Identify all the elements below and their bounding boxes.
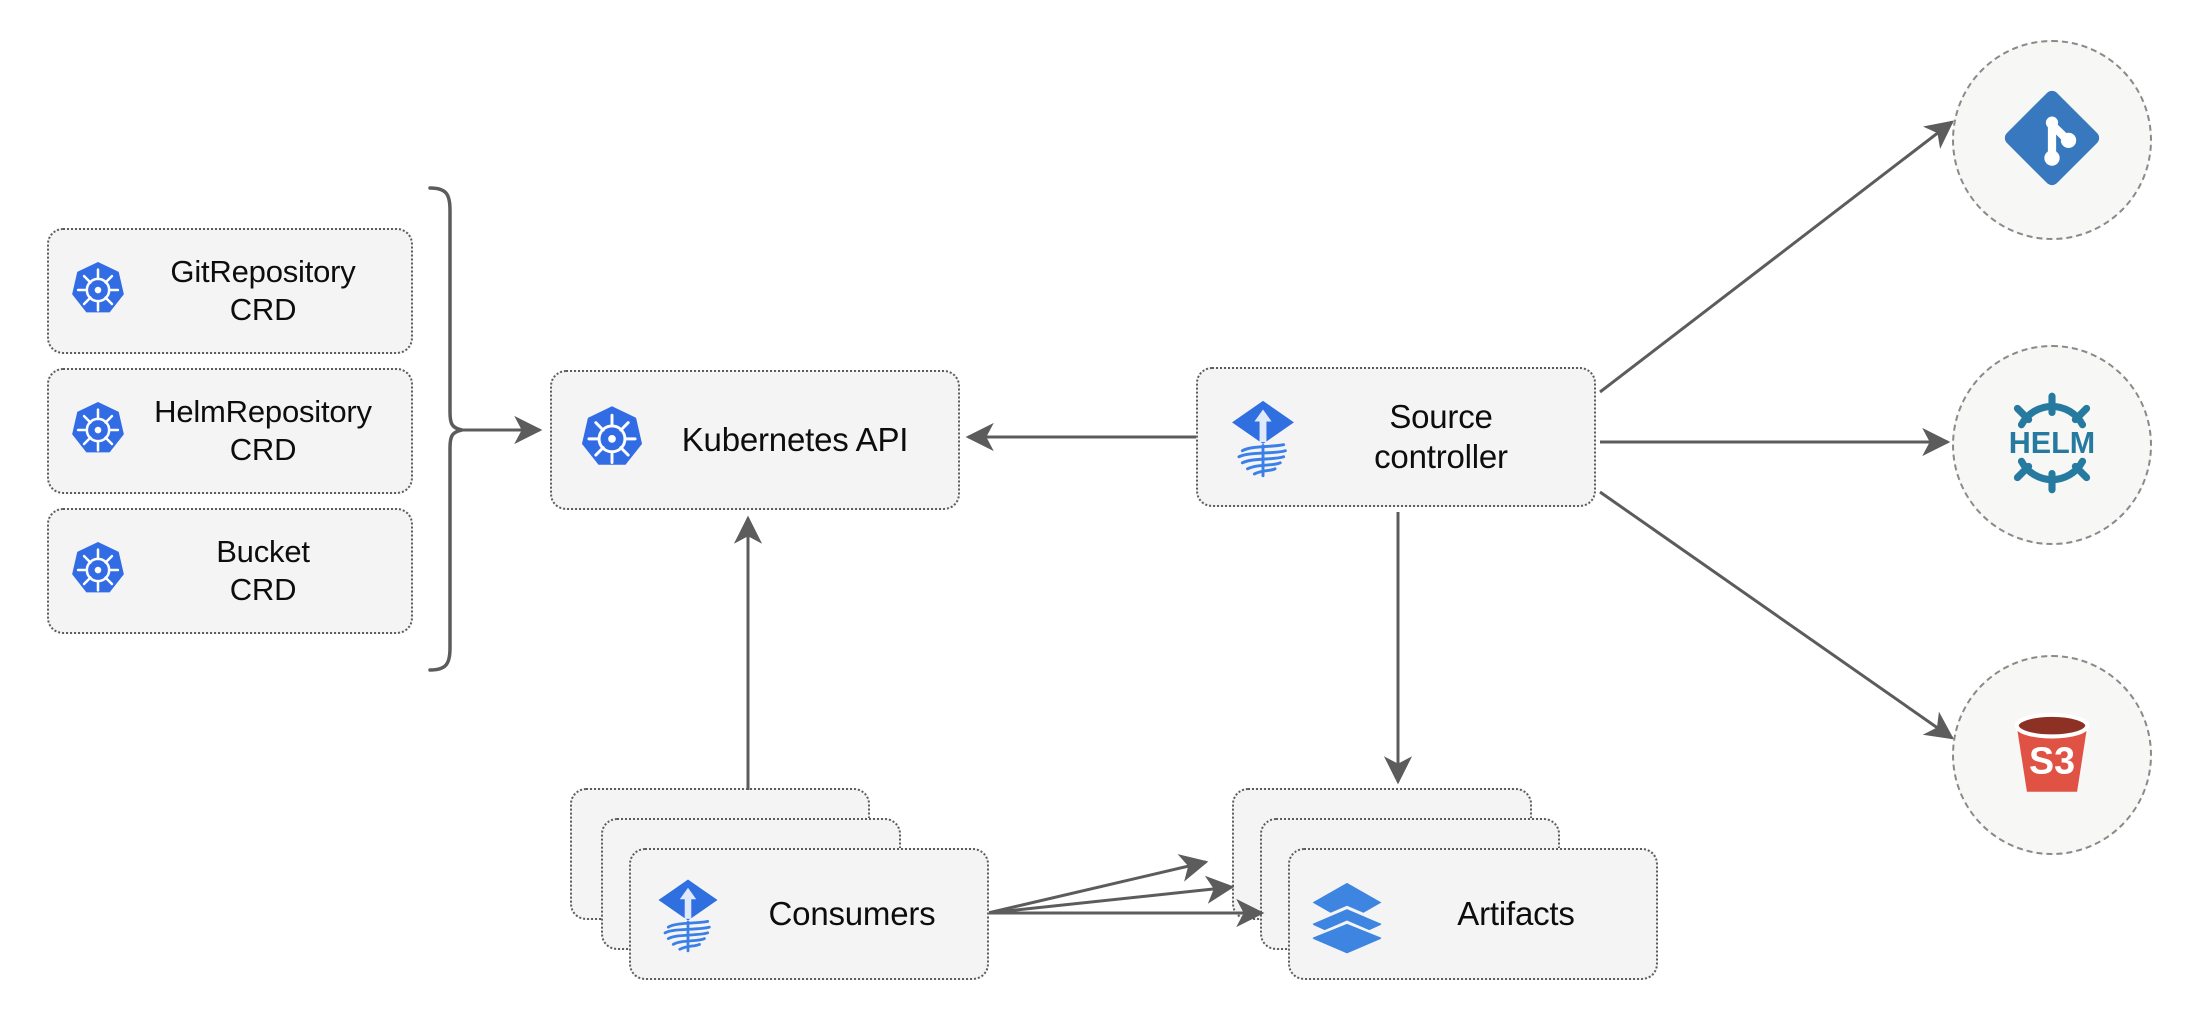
kubernetes-api-node[interactable]: Kubernetes API [550, 370, 960, 510]
flux-icon [647, 873, 729, 955]
crd-label: Bucket CRD [216, 534, 310, 607]
helm-icon: HELM [1991, 382, 2113, 509]
source-circle-s3[interactable]: S3 [1952, 655, 2152, 855]
edge-source-to-s3 [1599, 490, 1954, 740]
artifacts-label: Artifacts [1457, 894, 1575, 932]
edge-consumers-to-artifacts-2 [987, 875, 1235, 915]
source-circle-helm[interactable]: HELM [1952, 345, 2152, 545]
git-icon [1993, 79, 2111, 202]
layers-icon [1306, 873, 1388, 955]
crd-node-helmrepository[interactable]: HelmRepository CRD [47, 368, 413, 494]
helm-wordmark: HELM [2009, 426, 2095, 460]
source-controller-node[interactable]: Source controller [1196, 367, 1596, 507]
flux-icon [1220, 394, 1306, 480]
kubernetes-icon [576, 404, 648, 476]
kubernetes-icon [67, 400, 129, 462]
artifacts-node[interactable]: Artifacts [1288, 848, 1658, 980]
crd-label: GitRepository CRD [170, 254, 356, 327]
source-controller-label: Source controller [1374, 397, 1508, 475]
kubernetes-icon [67, 260, 129, 322]
edge-consumers-to-artifacts-1 [987, 854, 1209, 915]
edge-source-to-git [1599, 120, 1954, 394]
consumers-node[interactable]: Consumers [629, 848, 989, 980]
kubernetes-api-label: Kubernetes API [681, 420, 909, 458]
crd-node-gitrepository[interactable]: GitRepository CRD [47, 228, 413, 354]
crd-group-bracket [428, 186, 463, 672]
s3-bucket-icon: S3 [1995, 696, 2109, 815]
s3-wordmark: S3 [2029, 739, 2075, 781]
kubernetes-icon [67, 540, 129, 602]
consumers-label: Consumers [768, 894, 936, 932]
source-circle-git[interactable] [1952, 40, 2152, 240]
crd-node-bucket[interactable]: Bucket CRD [47, 508, 413, 634]
crd-label: HelmRepository CRD [154, 394, 372, 467]
